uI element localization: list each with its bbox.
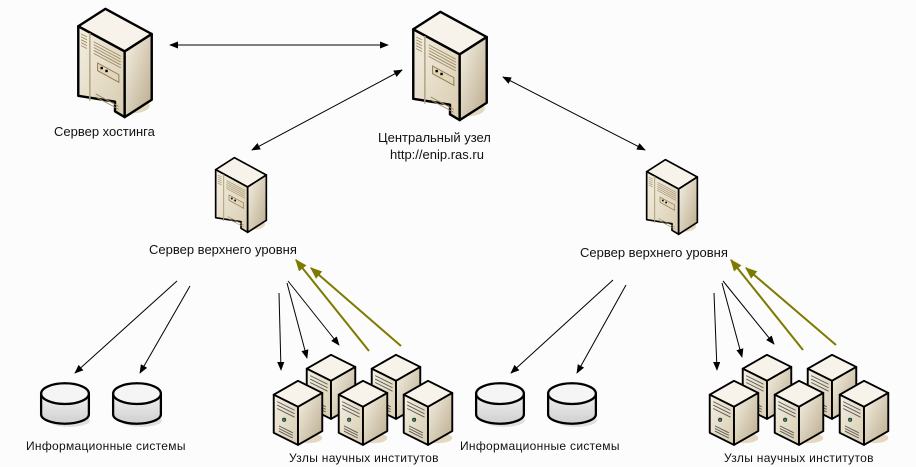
arrow-to-institute	[277, 292, 285, 371]
hosting-server-icon	[76, 7, 154, 119]
left-upper-server-label: Сервер верхнего уровня	[149, 242, 297, 257]
arrow-to-institute	[287, 280, 340, 346]
left-institutes-label: Узлы научных институтов	[289, 451, 439, 465]
arrow-to-institute	[286, 282, 309, 359]
left-branch-arrows	[74, 259, 402, 374]
right-branch-arrows	[510, 259, 837, 374]
institute-server-icon	[838, 379, 890, 446]
arrow-to-info-system	[576, 284, 627, 374]
feedback-arrow	[310, 267, 402, 347]
feedback-arrow	[745, 267, 837, 346]
feedback-arrow	[730, 259, 804, 351]
left-info-systems-label: Информационные системы	[26, 439, 186, 453]
right-upper-server-label: Сервер верхнего уровня	[580, 245, 728, 260]
institute-server-icon	[773, 379, 825, 446]
arrow-to-institute	[721, 282, 744, 358]
database-icon	[474, 382, 527, 429]
hosting-server-label: Сервер хостинга	[54, 124, 155, 139]
central-node-url: http://enip.ras.ru	[390, 147, 484, 162]
database-icon	[111, 382, 164, 429]
feedback-arrow	[295, 259, 370, 352]
arrow-to-info-system	[510, 279, 614, 374]
arrow-to-institute	[713, 292, 721, 371]
central-node-label: Центральный узел	[378, 130, 491, 145]
arrow-to-info-system	[139, 285, 191, 374]
central-node-server-icon	[411, 10, 489, 122]
left-upper-server-icon	[214, 156, 268, 234]
central-left-link	[251, 69, 403, 151]
database-icon	[546, 382, 599, 429]
institute-server-icon	[402, 379, 454, 446]
institute-server-icon	[272, 379, 324, 446]
arrow-to-institute	[722, 280, 775, 345]
institute-server-icon	[708, 379, 760, 446]
right-info-systems-label: Информационные системы	[460, 439, 620, 453]
institute-server-icon	[337, 379, 389, 446]
right-institutes-label: Узлы научных институтов	[724, 451, 874, 465]
right-upper-server-icon	[645, 158, 699, 236]
central-right-link	[502, 76, 646, 151]
arrow-to-info-system	[74, 280, 178, 374]
database-icon	[39, 382, 92, 429]
